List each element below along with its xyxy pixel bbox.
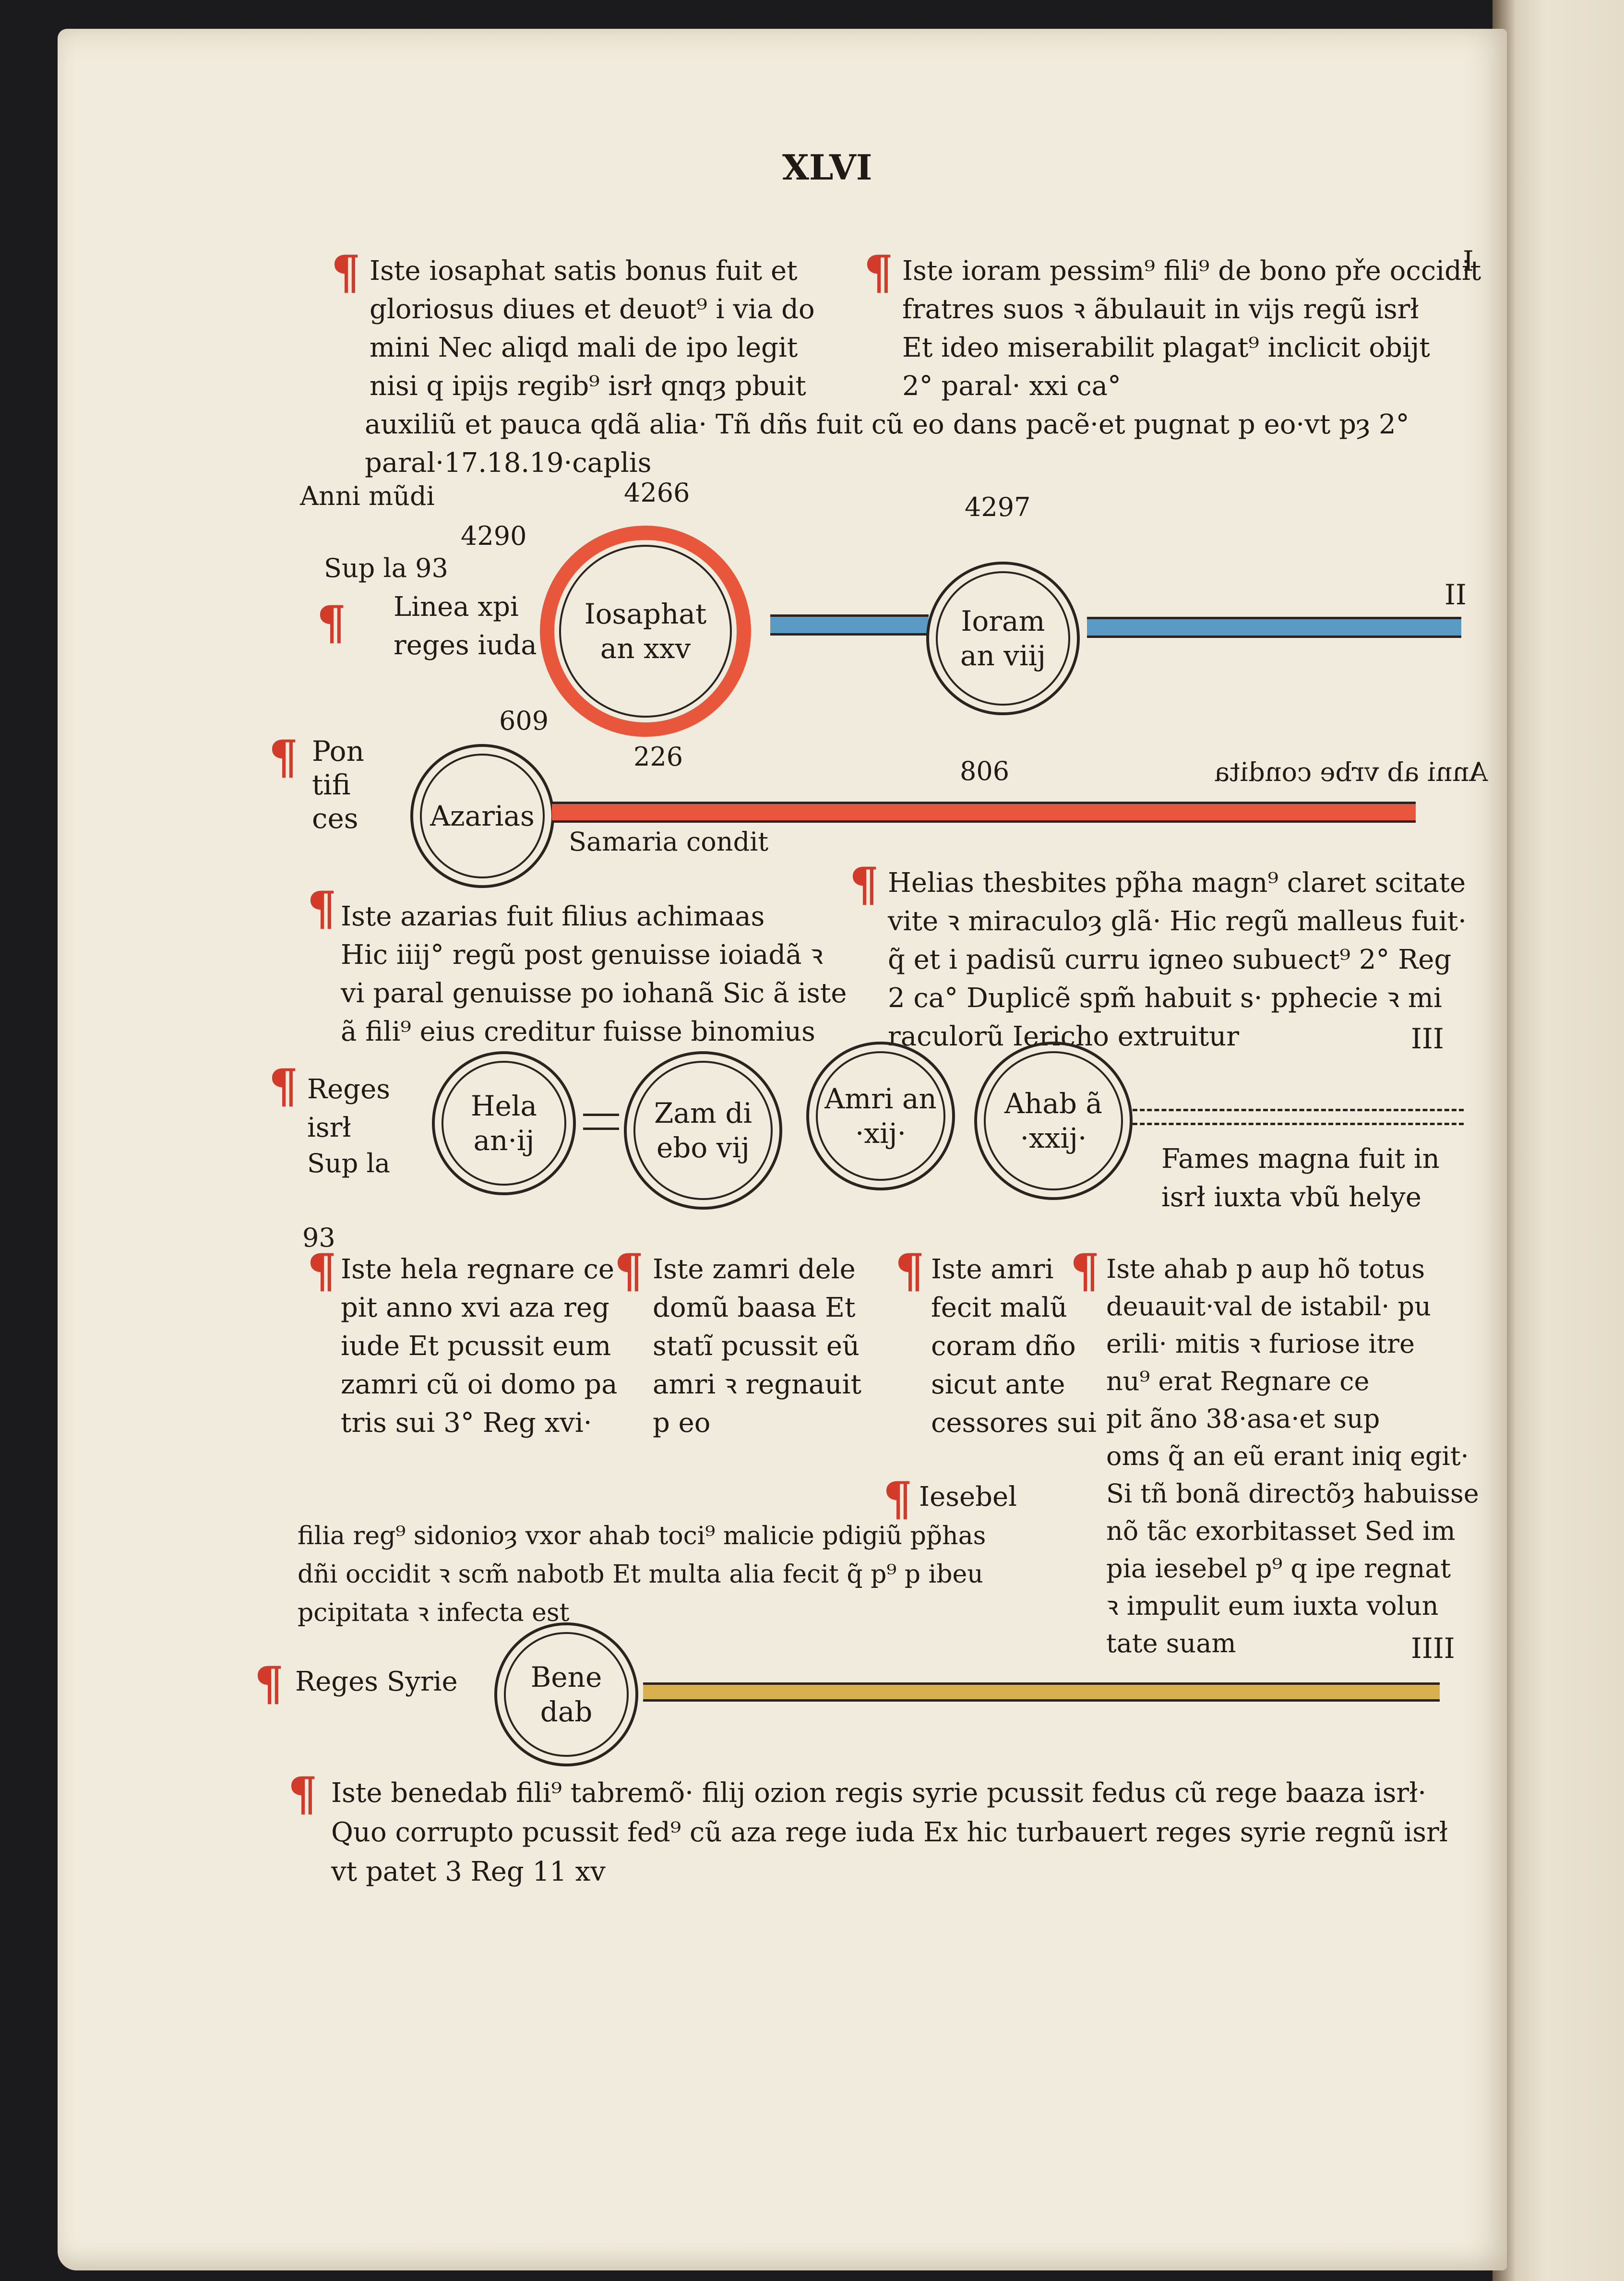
year-4266: 4266 [624,478,690,508]
text-benedab: Iste benedab fili⁹ tabremõ· filij ozion … [331,1777,1448,1887]
text-iosaphat: Iste iosaphat satis bonus fuit et glorio… [370,255,815,402]
anni-mundi-label: Anni mũdi [300,481,435,511]
margin-numeral-2: II [1445,578,1467,611]
pilcrow-icon: ¶ [307,881,337,936]
text-iesebel: filia reg⁹ sidonioȝ vxor ahab toci⁹ mali… [298,1522,986,1627]
year-806: 806 [960,756,1010,786]
pilcrow-icon: ¶ [254,1657,284,1711]
linea-xpi-label: Linea xpi reges iuda [394,591,537,661]
number-93: 93 [302,1223,335,1253]
iesebel-heading: Iesebel [919,1481,1017,1513]
pilcrow-icon: ¶ [883,1472,913,1526]
anni-mirrored-label: Anni ab vrbe condita [1214,757,1488,787]
reges-syrie-label: Reges Syrie [295,1666,458,1697]
text-ahab-column: Iste ahab p aup hõ totus deuauit·val de … [1106,1254,1479,1658]
samaria-label: Samaria condit [569,827,769,857]
text-helias: Helias thesbites pp̃ha magn⁹ claret scit… [888,867,1467,1052]
year-4290: 4290 [461,521,527,551]
manuscript-page [58,29,1507,2270]
pilcrow-icon: ¶ [331,245,361,300]
year-4297: 4297 [965,492,1031,522]
pilcrow-icon: ¶ [864,245,894,300]
blue-line-ioram [1087,617,1461,638]
text-hela-column: Iste hela regnare ce pit anno xvi aza re… [341,1254,618,1439]
year-609: 609 [499,706,549,736]
pilcrow-icon: ¶ [269,730,299,784]
red-line-pontifices [552,802,1416,823]
margin-numeral-3: III [1411,1022,1444,1055]
pilcrow-icon: ¶ [307,1244,337,1298]
double-line-connector [583,1114,619,1130]
folio-number: XLVI [782,147,872,188]
text-zamri-column: Iste zamri dele domũ baasa Et statĩ pcus… [653,1254,862,1439]
sup-la-label: Sup la 93 [324,553,448,583]
yellow-line-syria [643,1682,1440,1702]
sup-la-label-2: Sup la [307,1148,390,1178]
blue-line-segment [770,614,929,636]
circle-ioram: Ioram an viij [926,562,1080,715]
dashed-line-ahab [1133,1109,1464,1125]
text-fames: Fames magna fuit in isrł iuxta vbũ helye [1161,1143,1440,1213]
circle-ahab: Ahab ã·xxij· [974,1042,1133,1200]
pilcrow-icon: ¶ [269,1059,299,1113]
year-226: 226 [633,742,683,772]
circle-azarias: Azarias [410,744,554,888]
text-ioram: Iste ioram pessim⁹ fili⁹ de bono pře occ… [902,255,1481,402]
pilcrow-icon: ¶ [317,596,346,650]
book-gutter [1493,0,1624,2281]
pilcrow-icon: ¶ [895,1244,925,1298]
pilcrow-icon: ¶ [849,857,879,912]
pontifices-label: Pon tifi ces [312,735,364,835]
margin-numeral-1: I [1463,245,1474,277]
text-amri-column: Iste amri fecit malũ coram dño sicut ant… [931,1254,1097,1439]
reges-isrl-label: Reges isrł [307,1074,391,1143]
text-iosaphat-cont: auxiliũ et pauca qdã alia· Tñ dñs fuit c… [365,409,1409,479]
pilcrow-icon: ¶ [614,1244,644,1298]
circle-iosaphat: Iosaphat an xxv [540,526,751,737]
pilcrow-icon: ¶ [288,1767,318,1821]
pilcrow-icon: ¶ [1070,1244,1100,1298]
margin-numeral-4: IIII [1411,1632,1455,1665]
circle-amri: Amri an·xij· [806,1042,955,1190]
text-azarias: Iste azarias fuit filius achimaas Hic ii… [341,901,847,1047]
